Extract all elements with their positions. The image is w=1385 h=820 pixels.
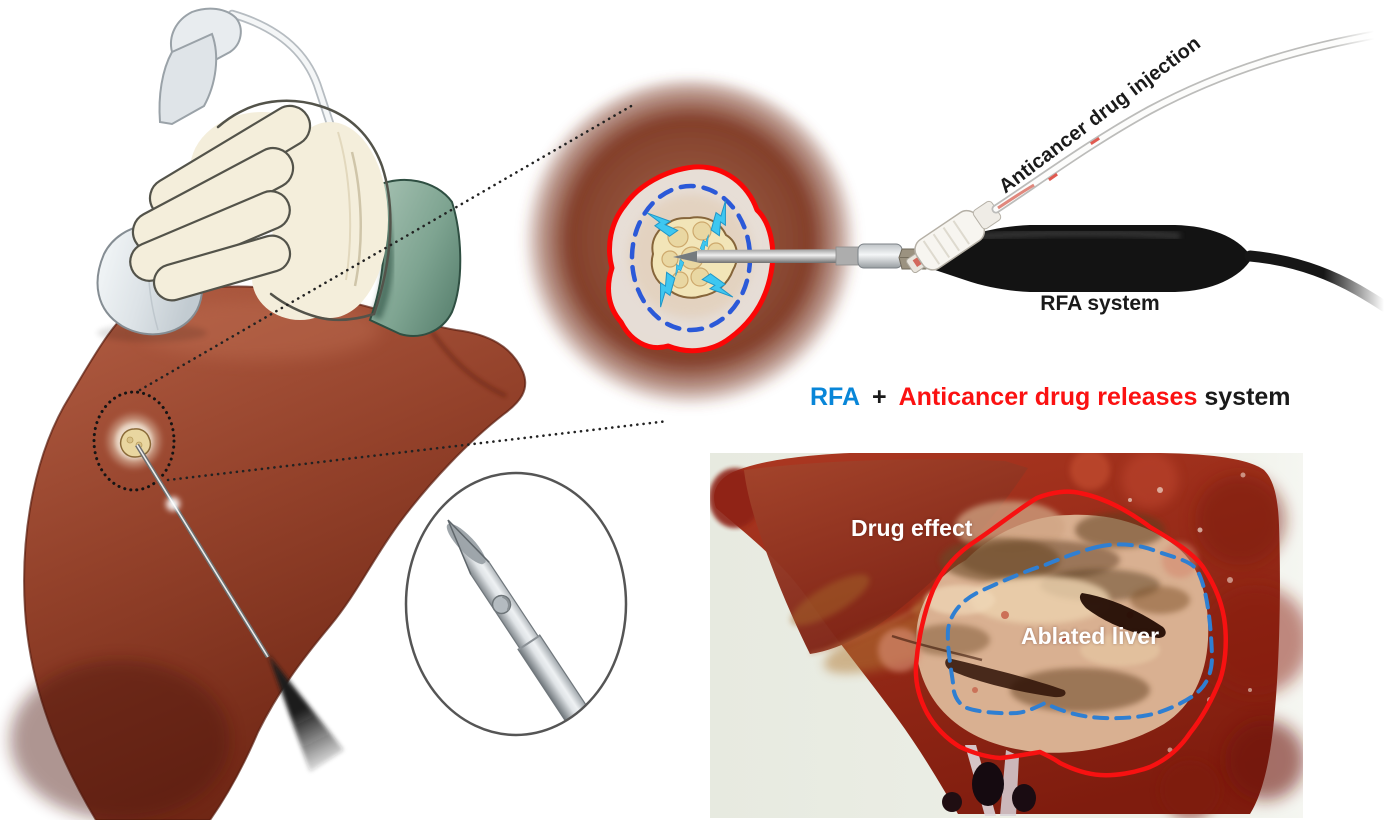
power-cable bbox=[1244, 250, 1385, 312]
hand-contour-top bbox=[216, 99, 392, 316]
needle-shaft-highlight bbox=[136, 444, 269, 658]
combo-drug-text: Anticancer drug releases bbox=[898, 383, 1198, 411]
label-drug-effect: Drug effect bbox=[851, 515, 973, 541]
magnifier-dotted-line-lower bbox=[166, 419, 670, 482]
liver-shadow bbox=[10, 660, 230, 820]
drug-zone-red-outline bbox=[606, 164, 776, 354]
magnifier-dotted-line-upper bbox=[138, 103, 635, 392]
specimen-bottom-structures bbox=[942, 745, 1036, 816]
inset-circle-outline bbox=[404, 471, 628, 737]
ablation-crack-line bbox=[891, 634, 983, 662]
liver-lobe-crease bbox=[430, 330, 507, 398]
tube-marker bbox=[1089, 137, 1101, 145]
combo-plus-sign: + bbox=[872, 383, 887, 411]
combo-rfa-text: RFA bbox=[810, 383, 860, 411]
combo-system-text: system bbox=[1204, 383, 1291, 411]
tube-drug-column bbox=[997, 183, 1035, 210]
rfa-device bbox=[673, 12, 1385, 312]
ablation-crack bbox=[1079, 593, 1166, 638]
bevel-face bbox=[446, 523, 486, 565]
target-dotted-circle bbox=[92, 390, 176, 492]
handpiece-highlight bbox=[974, 230, 1181, 240]
tumor-nodule bbox=[119, 428, 152, 458]
shaft-step-line bbox=[517, 634, 541, 651]
label-rfa-system: RFA system bbox=[1040, 292, 1160, 315]
electrode-shaft bbox=[673, 249, 862, 263]
ablation-zoom bbox=[522, 79, 858, 415]
needle-tip-inset bbox=[404, 471, 628, 737]
luer-ribs bbox=[922, 220, 970, 265]
sleeve-fabric bbox=[368, 179, 462, 337]
tip-outline bbox=[447, 519, 490, 575]
tumor-site bbox=[92, 390, 176, 492]
electrode-barrel bbox=[857, 243, 903, 269]
label-ablated-liver: Ablated liver bbox=[1021, 623, 1160, 649]
specimen-photo bbox=[710, 453, 1303, 818]
tube-inner bbox=[993, 31, 1383, 212]
handpiece-body bbox=[926, 225, 1252, 292]
needle-entry-glow bbox=[166, 497, 180, 511]
drug-stain-tan2 bbox=[790, 574, 870, 626]
tube-marker bbox=[1048, 172, 1058, 182]
glove-finger-pinky bbox=[152, 234, 292, 302]
tumor-lobule bbox=[126, 436, 134, 444]
glove-cuff-fold bbox=[350, 151, 362, 287]
ablation-crack2 bbox=[945, 658, 1066, 698]
needle-hub-cone bbox=[268, 654, 344, 772]
tube-end-fade bbox=[1330, 12, 1385, 60]
gloved-hand bbox=[129, 99, 392, 322]
specimen-texture bbox=[1070, 453, 1303, 818]
side-hole-shadow bbox=[502, 595, 510, 611]
luer-red-mark bbox=[912, 256, 923, 268]
ablated-liver-outline bbox=[945, 542, 1215, 721]
drug-injection-tube bbox=[991, 29, 1385, 214]
glove-cuff-fold2 bbox=[337, 131, 352, 281]
hand-contour-bottom bbox=[269, 292, 376, 322]
drug-effect-outline bbox=[913, 489, 1229, 778]
magnifier-lines bbox=[138, 103, 670, 482]
probe-neck bbox=[158, 32, 218, 126]
biopsy-needle bbox=[135, 443, 344, 772]
shaft-outline bbox=[470, 561, 612, 735]
electrode-tip bbox=[673, 251, 697, 262]
